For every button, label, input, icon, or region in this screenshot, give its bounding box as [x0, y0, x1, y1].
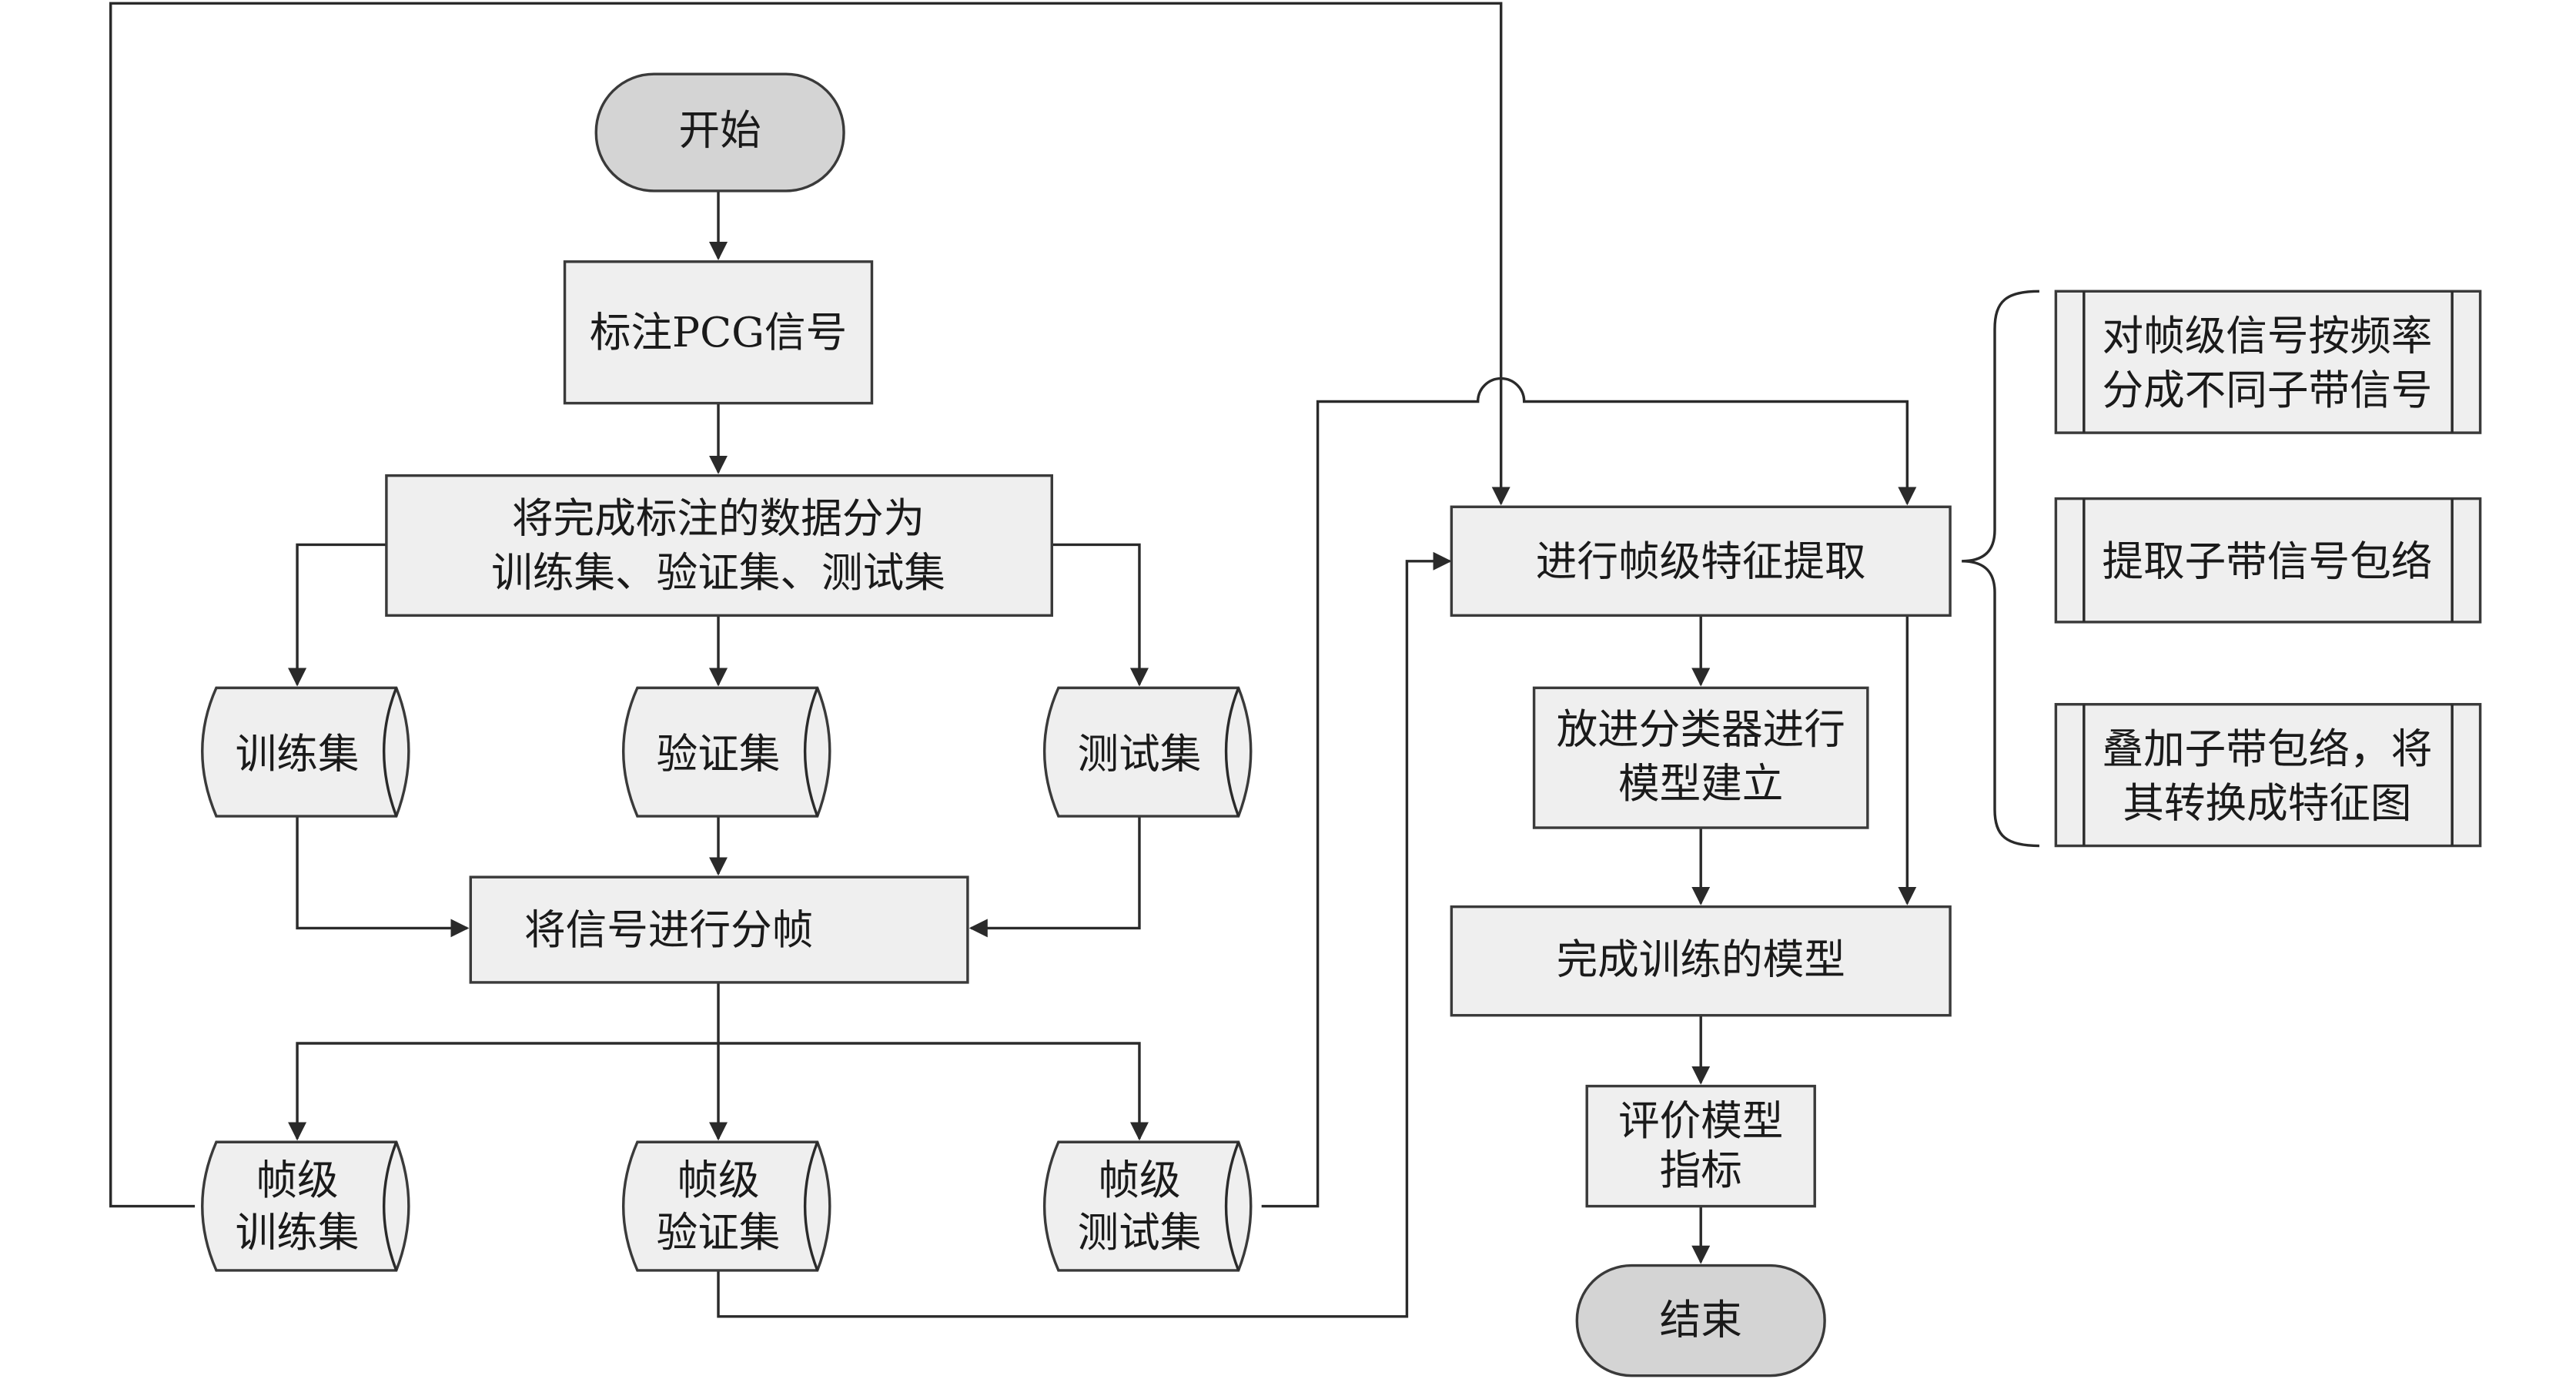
detail-featuremap-node: 叠加子带包络，将 其转换成特征图: [2054, 703, 2482, 848]
val-set-text: 验证集: [657, 729, 781, 778]
detail3-text-line1: 叠加子带包络，将: [2102, 725, 2432, 773]
label-pcg-text: 标注PCG信号: [590, 308, 847, 356]
feature-extract-text: 进行帧级特征提取: [1536, 537, 1866, 585]
detail1-text-line1: 对帧级信号按频率: [2102, 312, 2432, 360]
frame-test-text-line1: 帧级: [1098, 1156, 1180, 1204]
arrow-split-to-train: [288, 543, 386, 687]
arrow-framing-to-frame-train: [288, 1042, 719, 1141]
arrow-frame-val-to-feature: [717, 551, 1452, 1318]
train-set-node: 训练集: [201, 686, 410, 818]
classifier-text-line1: 放进分类器进行: [1557, 705, 1845, 753]
frame-val-text-line1: 帧级: [677, 1156, 759, 1204]
label-pcg-node: 标注PCG信号: [563, 260, 874, 405]
frame-test-text-line2: 测试集: [1078, 1208, 1202, 1257]
test-set-text: 测试集: [1078, 729, 1202, 778]
split-text-line1: 将完成标注的数据分为: [512, 494, 925, 543]
feature-extract-node: 进行帧级特征提取: [1450, 505, 1952, 618]
evaluate-text-line2: 指标: [1660, 1146, 1742, 1194]
framing-node: 将信号进行分帧: [469, 875, 969, 984]
arrow-test-to-framing: [969, 816, 1141, 938]
arrow-framing-to-frame-test: [718, 1042, 1149, 1141]
frame-val-text-line2: 验证集: [657, 1208, 781, 1257]
arrow-split-to-test: [1052, 543, 1149, 687]
arrow-frame-train-to-feature: [109, 2, 1510, 1208]
frame-train-node: 帧级 训练集: [201, 1140, 410, 1272]
framing-text: 将信号进行分帧: [524, 905, 813, 954]
classifier-node: 放进分类器进行 模型建立: [1532, 686, 1869, 829]
start-text: 开始: [679, 105, 761, 154]
detail-subband-node: 对帧级信号按频率 分成不同子带信号: [2054, 290, 2482, 434]
connectors: [109, 2, 2039, 1318]
frame-train-text-line1: 帧级: [256, 1156, 338, 1204]
end-node: 结束: [1575, 1264, 1826, 1377]
split-dataset-node: 将完成标注的数据分为 训练集、验证集、测试集: [385, 474, 1053, 618]
test-set-node: 测试集: [1042, 686, 1253, 818]
frame-train-text-line2: 训练集: [236, 1208, 360, 1257]
detail-envelope-node: 提取子带信号包络: [2054, 497, 2482, 624]
frame-test-node: 帧级 测试集: [1042, 1140, 1253, 1272]
arrow-train-to-framing: [296, 816, 470, 938]
train-set-text: 训练集: [236, 729, 360, 778]
arrow-frame-test-to-feature: [1261, 377, 1917, 1208]
split-text-line2: 训练集、验证集、测试集: [491, 548, 945, 597]
detail1-text-line2: 分成不同子带信号: [2102, 366, 2432, 414]
trained-model-node: 完成训练的模型: [1450, 905, 1952, 1017]
detail3-text-line2: 其转换成特征图: [2123, 779, 2411, 828]
evaluate-text-line1: 评价模型: [1618, 1096, 1783, 1145]
frame-val-node: 帧级 验证集: [621, 1140, 831, 1272]
evaluate-node: 评价模型 指标: [1585, 1084, 1816, 1208]
start-node: 开始: [594, 72, 845, 192]
val-set-node: 验证集: [621, 686, 831, 818]
detail2-text: 提取子带信号包络: [2102, 537, 2432, 585]
classifier-text-line2: 模型建立: [1618, 759, 1783, 808]
detail-brace: [1962, 290, 2039, 848]
trained-model-text: 完成训练的模型: [1557, 936, 1845, 984]
end-text: 结束: [1660, 1296, 1742, 1344]
